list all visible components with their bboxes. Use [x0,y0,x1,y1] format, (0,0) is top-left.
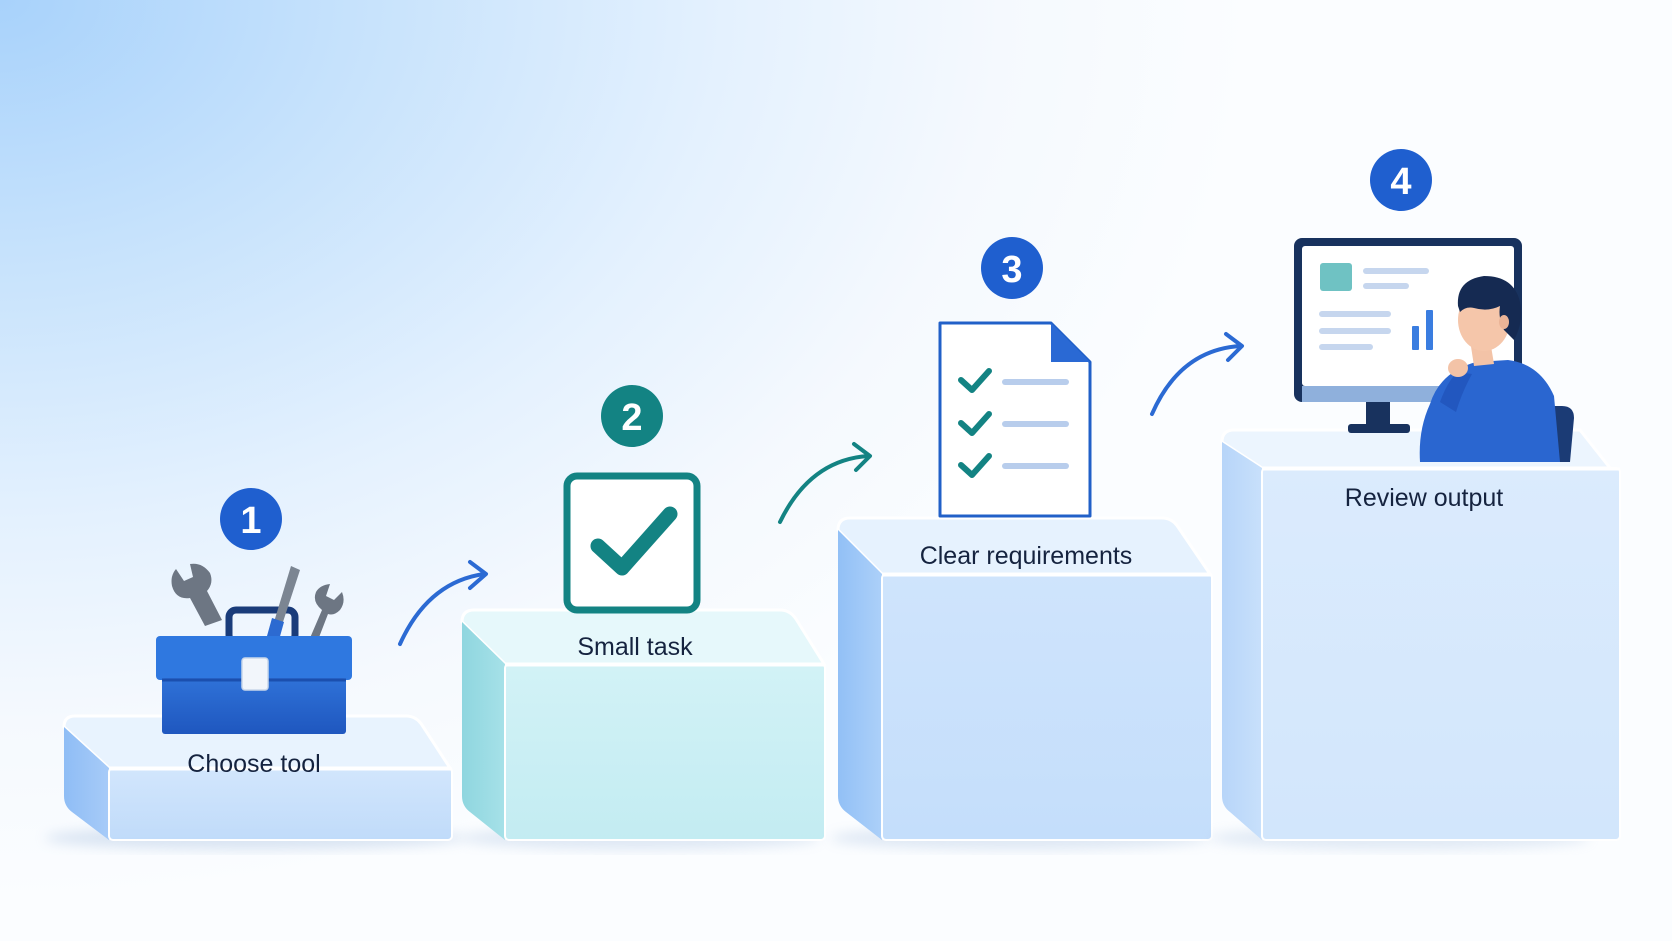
step-2-label: Small task [577,633,693,661]
step-3-number: 3 [1001,249,1022,291]
step-1: 1 Choose tool [45,488,465,850]
step-4-badge-circle [1370,149,1432,211]
step-3-label: Clear requirements [920,542,1133,570]
check-icon-2 [958,411,992,436]
step-2: 2 Small task [460,385,827,850]
arrow-2-to-3 [778,442,872,524]
step-4-label: Review output [1345,484,1503,512]
step-4: 4 Review output [1210,149,1621,850]
step-1-badge-circle [220,488,282,550]
check-icon-3 [958,453,992,478]
step-1-block [62,714,453,841]
arrow-3-to-4 [1150,332,1244,416]
step-2-block [460,608,827,841]
step-4-number: 4 [1390,161,1411,203]
person-at-monitor-icon [1294,238,1574,462]
step-1-number: 1 [240,500,261,542]
step-2-badge-circle [601,385,663,447]
monitor-icon [1294,238,1522,433]
step-4-badge: 4 [1370,149,1432,211]
toolbox-icon [156,563,352,734]
step-3: 3 Clear requirements [830,237,1213,850]
arrow-1-to-2 [398,560,488,646]
step-3-block [836,516,1213,841]
step-1-badge: 1 [220,488,282,550]
step-3-badge-circle [981,237,1043,299]
checklist-document-icon [938,321,1092,518]
step-1-label: Choose tool [187,750,320,778]
checkbox-icon [563,472,701,614]
step-2-number: 2 [621,397,642,439]
step-3-badge: 3 [981,237,1043,299]
step-2-badge: 2 [601,385,663,447]
check-icon-1 [958,368,992,393]
